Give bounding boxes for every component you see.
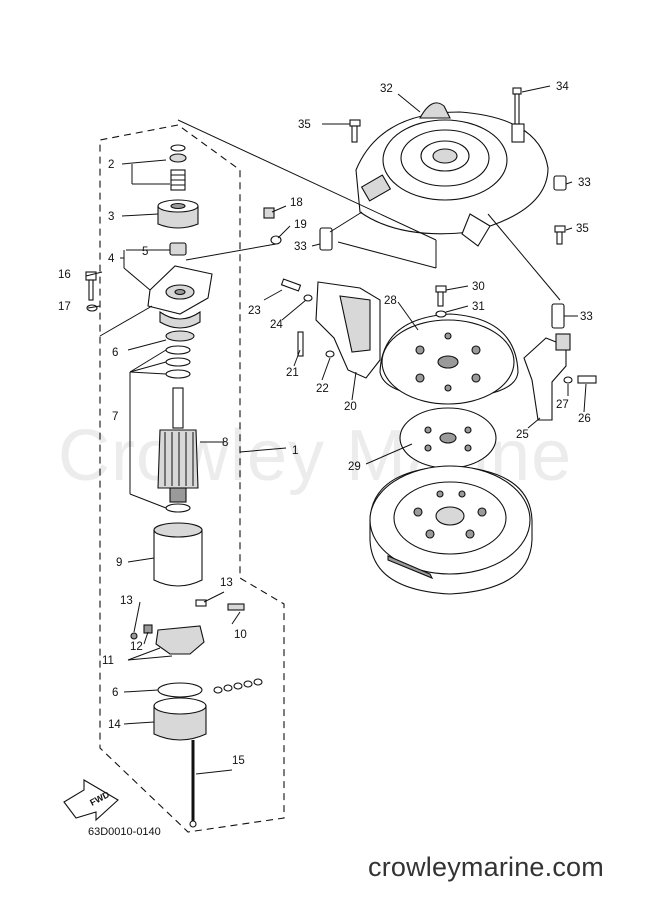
magneto-cover xyxy=(349,87,567,247)
callout-22: 22 xyxy=(316,383,329,395)
callout-35-right: 35 xyxy=(576,223,589,235)
fwd-arrow: FWD xyxy=(63,779,119,822)
callout-12: 12 xyxy=(130,641,143,653)
callout-20: 20 xyxy=(344,401,357,413)
callout-21: 21 xyxy=(286,367,299,379)
callout-31: 31 xyxy=(472,301,485,313)
callout-19: 19 xyxy=(294,219,307,231)
callout-5-visible: 5 xyxy=(142,246,148,258)
callout-1: 1 xyxy=(292,445,298,457)
callout-4: 4 xyxy=(108,253,115,265)
callout-25: 25 xyxy=(516,429,529,441)
pulser-bracket xyxy=(523,303,597,421)
callout-3: 3 xyxy=(108,211,114,223)
callout-17: 17 xyxy=(58,301,71,313)
stator-plate xyxy=(379,285,519,405)
callout-6-bottom: 6 xyxy=(112,687,118,699)
callout-33-lower-right: 33 xyxy=(580,311,593,323)
coil-bracket xyxy=(263,207,381,379)
callout-18: 18 xyxy=(290,197,303,209)
callout-13-left: 13 xyxy=(120,595,133,607)
callout-2: 2 xyxy=(108,159,114,171)
diagram-code: 63D0010-0140 xyxy=(88,826,161,838)
callout-labels: 1 2 3 4 5 5 6 7 8 9 10 11 12 13 13 14 15… xyxy=(58,81,593,767)
callout-7: 7 xyxy=(112,411,118,423)
callout-10: 10 xyxy=(234,629,247,641)
callout-23: 23 xyxy=(248,305,261,317)
rotor-plate xyxy=(399,407,497,469)
callout-9: 9 xyxy=(116,557,122,569)
callout-8: 8 xyxy=(222,437,228,449)
callout-6-top: 6 xyxy=(112,347,118,359)
callout-13-right: 13 xyxy=(220,577,233,589)
callout-30: 30 xyxy=(472,281,485,293)
starter-parts xyxy=(85,144,263,828)
leader-lines xyxy=(85,85,587,775)
flywheel xyxy=(369,465,533,595)
starter-assembly-boundary xyxy=(99,124,285,833)
footer-url[interactable]: crowleymarine.com xyxy=(368,852,604,882)
callout-33-mid: 33 xyxy=(294,241,307,253)
callout-16: 16 xyxy=(58,269,71,281)
callout-27: 27 xyxy=(556,399,569,411)
callout-14: 14 xyxy=(108,719,121,731)
callout-32: 32 xyxy=(380,83,393,95)
callout-35-top: 35 xyxy=(298,119,311,131)
callout-33-top-right: 33 xyxy=(578,177,591,189)
callout-26: 26 xyxy=(578,413,591,425)
callout-34: 34 xyxy=(556,81,569,93)
callout-24: 24 xyxy=(270,319,283,331)
callout-15: 15 xyxy=(232,755,245,767)
callout-11: 11 xyxy=(102,655,114,667)
callout-29: 29 xyxy=(348,461,361,473)
callout-28: 28 xyxy=(384,295,397,307)
